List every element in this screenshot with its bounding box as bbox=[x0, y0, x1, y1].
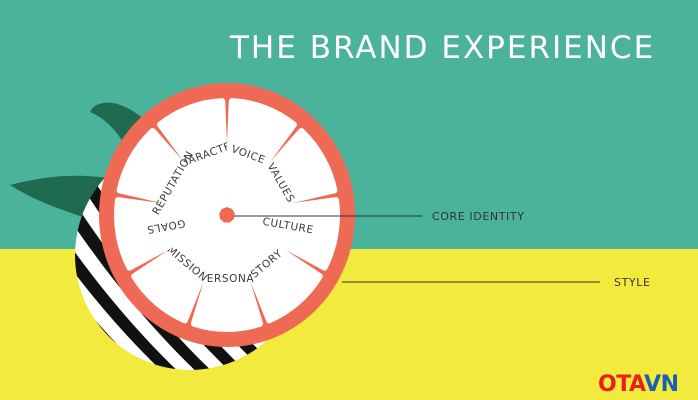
fruit-cross-section: CHARACTERVOICEVALUESCULTURESTORYPERSONAM… bbox=[99, 83, 355, 347]
watermark-logo: OTAVN bbox=[598, 372, 679, 397]
fruit-segment bbox=[231, 127, 338, 216]
fruit-segment bbox=[131, 217, 226, 324]
fruit-segment bbox=[233, 197, 340, 271]
fruit-segment bbox=[157, 98, 230, 210]
core-identity-label: CORE IDENTITY bbox=[432, 210, 525, 223]
core-center bbox=[220, 208, 234, 222]
watermark-part2: VN bbox=[644, 372, 679, 397]
fruit-segment bbox=[224, 98, 297, 210]
fruit-segment bbox=[190, 222, 264, 332]
fruit-segment bbox=[116, 127, 223, 216]
segment-label-persona: PERSONA bbox=[200, 273, 255, 285]
watermark-part1: OTA bbox=[598, 372, 645, 397]
page-title: THE BRAND EXPERIENCE bbox=[230, 30, 656, 66]
style-label: STYLE bbox=[614, 276, 651, 289]
peel-stripe bbox=[0, 120, 62, 390]
fruit-segment bbox=[228, 217, 323, 324]
fruit-segment bbox=[114, 197, 221, 271]
